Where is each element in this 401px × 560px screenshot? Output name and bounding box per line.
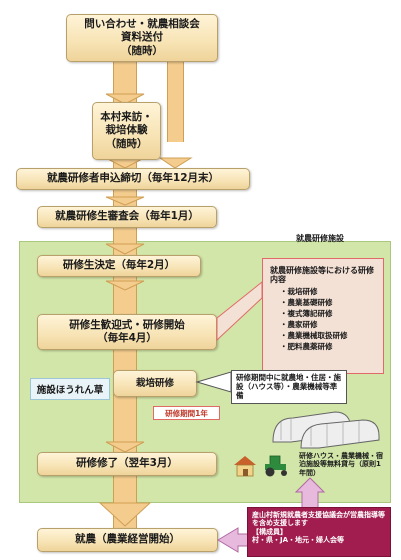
arrow-head [158, 157, 193, 169]
direct-shaft [167, 62, 184, 142]
period-label: 研修期間1年 [153, 406, 220, 420]
arrow-head [105, 93, 145, 105]
period-note: 研修期間中に就農地・住居・施設（ハウス等）・農業機械等準備 [231, 370, 347, 404]
facility-label: 就農研修施設 [296, 234, 344, 243]
training-contents-title: 就農研修施設等における研修内容 [270, 266, 374, 285]
node-ceremony: 研修生歓迎式・研修開始 （毎年4月） [37, 314, 217, 350]
node-deadline: 就農研修者申込締切（毎年12月末） [16, 168, 250, 190]
cultivation-box: 栽培研修 [113, 370, 197, 397]
tractor-icon [265, 455, 287, 477]
training-contents-list: ・栽培研修 ・農業基礎研修 ・複式簿記研修 ・農家研修 ・農業機械取扱研修 ・肥… [270, 287, 378, 352]
spinach-label: 施設ほうれん草 [30, 378, 110, 400]
training-item: ・肥料農薬研修 [280, 341, 333, 351]
arrow-head [98, 502, 152, 527]
greenhouse-illustration [272, 411, 380, 449]
node-review: 就農研修生審査会（毎年1月） [37, 206, 217, 228]
training-item: ・農業基礎研修 [280, 298, 333, 308]
node-completion: 研修修了（翌年3月） [37, 452, 217, 476]
node-inquiry: 問い合わせ・就農相談会 資料送付 （随時） [66, 14, 218, 62]
node-decision: 研修生決定（毎年2月） [37, 255, 201, 277]
node-visit: 本村来訪・ 栽培体験 （随時） [92, 102, 161, 160]
training-item: ・農家研修 [280, 320, 318, 329]
support-note: 産山村新規就農者支援協議会が営農指導等を含め支援します 【構成員】 村・県・JA… [247, 507, 391, 557]
arrow-head [105, 196, 145, 206]
training-item: ・農業機械取扱研修 [280, 330, 348, 340]
arrow-head [105, 280, 145, 291]
training-contents-panel: 就農研修施設等における研修内容 ・栽培研修 ・農業基礎研修 ・複式簿記研修 ・農… [262, 258, 384, 374]
training-item: ・栽培研修 [280, 287, 318, 297]
training-item: ・複式簿記研修 [280, 309, 333, 319]
rental-note: 研修ハウス・農業機械・宿泊施設等無料貸与（原則1年間） [299, 452, 383, 477]
arrow-head [105, 441, 145, 453]
house-icon [234, 456, 256, 477]
arrow-head [105, 243, 145, 255]
node-farming: 就農（農業経営開始） [37, 528, 218, 552]
